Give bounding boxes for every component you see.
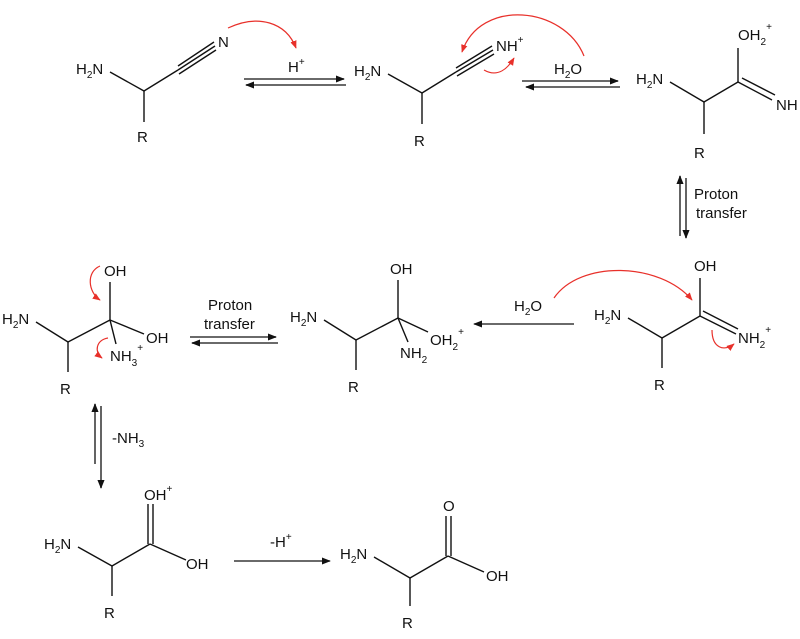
curly-arrow <box>89 265 101 301</box>
equilibrium-arrow-3 <box>676 175 690 239</box>
molecule-amino-acid: H2N R O OH <box>340 498 509 632</box>
amine-label: H2N <box>354 63 381 83</box>
triple-bond <box>178 49 217 75</box>
bond <box>421 71 457 94</box>
molecule-imidic-acid: H2N R OH NH2+ <box>553 258 771 394</box>
bond <box>109 71 145 92</box>
molecule-aminonitrile: H2N R N <box>76 20 297 146</box>
amine-label: H2N <box>290 309 317 329</box>
triple-bond <box>455 45 493 69</box>
double-bond <box>741 77 776 96</box>
molecule-protonated-acid: H2N R OH+ OH <box>44 484 209 622</box>
r-group-label: R <box>104 605 115 622</box>
r-group-label: R <box>60 381 71 398</box>
bond <box>447 555 485 573</box>
hydroxyl-label: OH <box>390 261 413 278</box>
curly-arrow <box>483 57 515 74</box>
bond <box>109 319 117 345</box>
equilibrium-arrow-2 <box>522 77 620 91</box>
curly-arrow <box>94 337 109 359</box>
triple-bond <box>177 45 216 71</box>
amine-label: H2N <box>44 536 71 556</box>
double-bond <box>699 315 737 335</box>
equilibrium-arrow-4 <box>190 333 278 347</box>
r-group-label: R <box>414 133 425 150</box>
amine-label: H2N <box>340 546 367 566</box>
molecule-protonated-imidate: H2N R OH2+ NH <box>636 22 798 162</box>
oxonium-label: OH2+ <box>430 327 464 353</box>
r-group-label: R <box>694 145 705 162</box>
molecule-tetrahedral-ammonium: H2N R OH OH NH3+ <box>2 263 169 398</box>
bond <box>355 317 399 341</box>
amino-label: NH2 <box>400 345 428 366</box>
curly-arrow <box>711 329 735 351</box>
carbonyl-o-label: O <box>443 498 455 515</box>
equilibrium-arrow-5 <box>91 403 105 489</box>
r-group-label: R <box>348 379 359 396</box>
triple-bond <box>177 41 215 67</box>
r-group-label: R <box>137 129 148 146</box>
triple-bond <box>456 53 495 77</box>
hydroxyl-label: OH <box>186 556 209 573</box>
nitrilium-n-label: NH+ <box>496 35 524 55</box>
hydroxyl-label: OH <box>694 258 717 275</box>
bond <box>669 81 705 103</box>
bond <box>143 69 179 92</box>
bond <box>111 543 151 567</box>
reagent-h-plus: H+ <box>288 57 305 76</box>
bond <box>323 319 357 341</box>
bond <box>149 543 187 561</box>
bond <box>67 319 111 343</box>
bond <box>387 73 423 94</box>
reagent-proton-transfer-1a: Proton <box>694 186 738 203</box>
bond <box>409 555 449 579</box>
amine-label: H2N <box>594 307 621 327</box>
r-group-label: R <box>654 377 665 394</box>
bond <box>109 319 145 335</box>
imine-n-label: NH <box>776 97 798 114</box>
ammonium-label: NH3+ <box>110 343 143 369</box>
bond <box>661 315 701 339</box>
equilibrium-arrow-1 <box>244 75 346 89</box>
hydroxyl-label: OH <box>104 263 127 280</box>
bond <box>373 556 411 579</box>
bond <box>77 546 113 567</box>
curly-arrow <box>461 14 585 57</box>
iminium-label: NH2+ <box>738 325 771 351</box>
molecule-nitrilium: H2N R NH+ <box>354 14 585 150</box>
bond <box>627 317 663 339</box>
hydroxyl-label: OH <box>486 568 509 585</box>
oxonium-label: OH2+ <box>738 22 772 48</box>
amine-label: H2N <box>76 61 103 81</box>
oxonium-label: OH+ <box>144 484 173 504</box>
bond <box>703 81 739 103</box>
amine-label: H2N <box>2 311 29 331</box>
triple-bond <box>455 49 494 73</box>
reagent-water-1: H2O <box>554 61 582 81</box>
reagent-proton-transfer-2a: Proton <box>208 297 252 314</box>
amine-label: H2N <box>636 71 663 91</box>
reagent-proton-transfer-2b: transfer <box>204 316 255 333</box>
curly-arrow <box>227 20 297 49</box>
nitrile-n-label: N <box>218 34 229 51</box>
double-bond <box>702 310 739 330</box>
reagent-water-2: H2O <box>514 298 542 318</box>
reagent-minus-h-plus: -H+ <box>270 532 292 551</box>
curly-arrow <box>553 269 693 301</box>
bond <box>397 317 429 333</box>
molecule-tetrahedral-oxonium: H2N R OH OH2+ NH2 <box>290 261 464 396</box>
hydroxyl-label-2: OH <box>146 330 169 347</box>
r-group-label: R <box>402 615 413 632</box>
reagent-minus-ammonia: -NH3 <box>112 430 145 450</box>
bond <box>397 317 409 343</box>
double-bond <box>737 81 773 101</box>
reagent-proton-transfer-1b: transfer <box>696 205 747 222</box>
bond <box>35 321 69 343</box>
